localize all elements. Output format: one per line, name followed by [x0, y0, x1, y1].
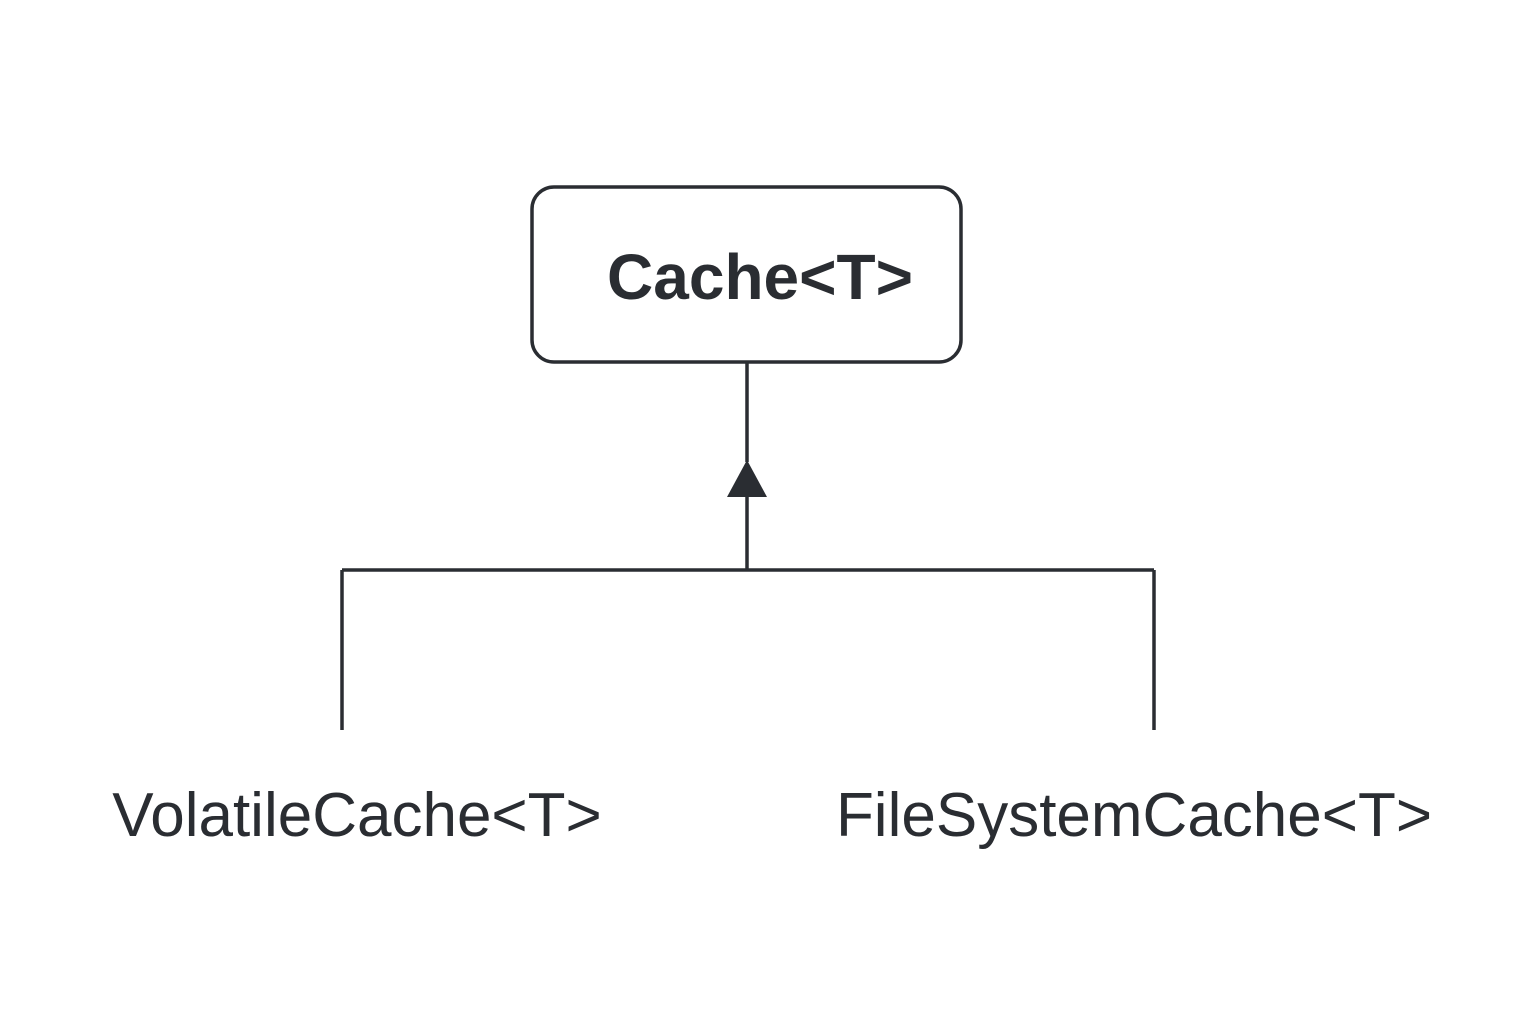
base-class-node[interactable]: Cache<T>	[530, 185, 963, 364]
subclass-label-volatile[interactable]: VolatileCache<T>	[112, 781, 601, 850]
base-class-label: Cache<T>	[607, 241, 913, 313]
subclass-label-filesystem[interactable]: FileSystemCache<T>	[836, 781, 1432, 850]
generalization-arrowhead-icon	[727, 460, 767, 497]
inheritance-connector	[340, 362, 1156, 730]
